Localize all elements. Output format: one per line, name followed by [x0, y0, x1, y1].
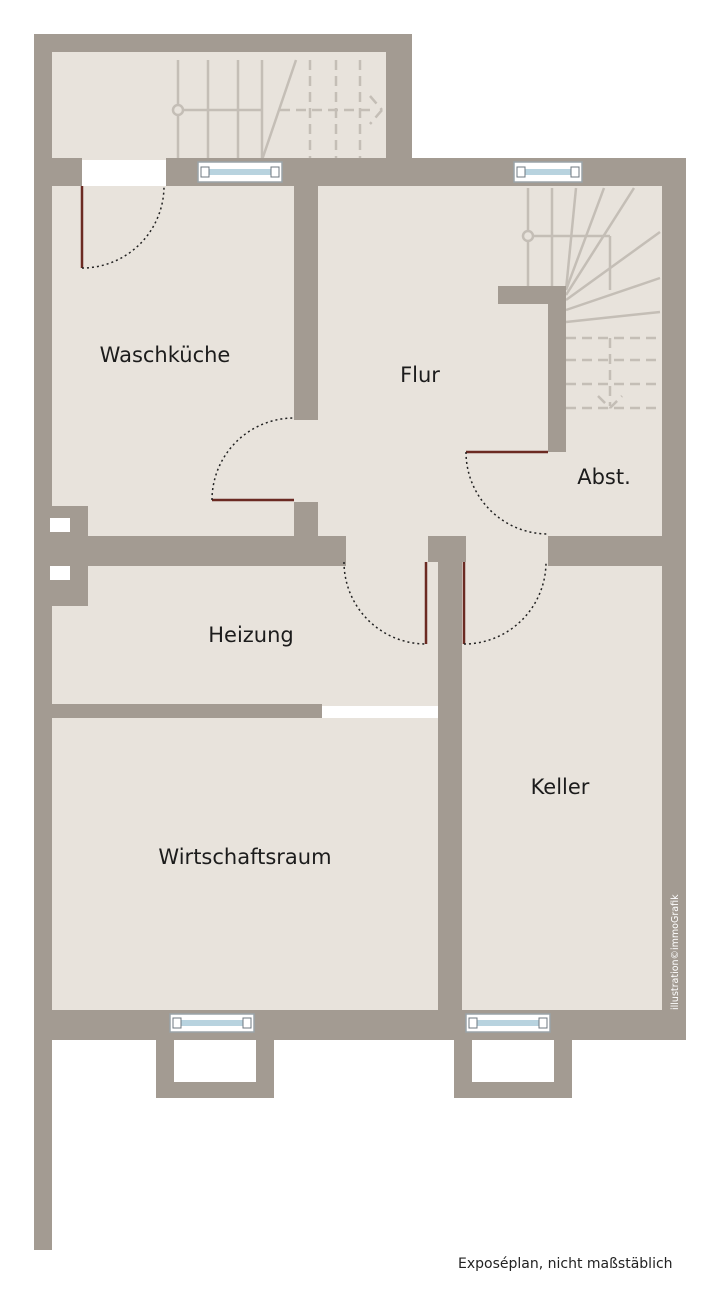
wall-partition-heizung: [52, 704, 322, 718]
window-bottom-left: [169, 1013, 255, 1033]
heizung-floor: [52, 566, 438, 706]
room-labels: Waschküche Flur Abst. Heizung Keller Wir…: [100, 343, 631, 869]
wall-keller-top: [548, 536, 662, 566]
stair-arrow-right: [609, 395, 623, 409]
stair-arrow-left: [597, 395, 611, 409]
floor-areas: [52, 52, 662, 1010]
illustration-credit: illustration©immoGrafik: [670, 894, 681, 1010]
stair-step: [565, 276, 661, 312]
right-stairs: [521, 187, 661, 410]
wall-heizung-top: [52, 536, 346, 566]
room-label-keller: Keller: [531, 775, 590, 799]
waschkueche-floor: [52, 186, 294, 536]
door-heizung: [343, 561, 428, 645]
door-keller: [462, 561, 547, 645]
stair-step: [564, 187, 606, 291]
wall-left-plinth: [34, 1010, 52, 1250]
wirtschaftsraum-floor: [52, 718, 438, 1010]
door-waschkueche-top: [80, 185, 165, 269]
stair-start-marker: [521, 229, 535, 243]
keller-floor: [462, 566, 662, 1010]
stair-landing-floor: [52, 52, 386, 160]
lightwell-right: [472, 1040, 554, 1082]
window-top-left: [197, 161, 283, 183]
upper-stairs: [171, 59, 383, 161]
stair-arrow-upper: [369, 95, 383, 111]
wall-left-upper: [34, 34, 52, 166]
stair-step: [565, 230, 661, 302]
wall-waschkueche-right: [294, 186, 318, 420]
wall-top-right: [294, 158, 686, 186]
room-label-abstellraum: Abst.: [577, 465, 631, 489]
stair-step: [564, 187, 578, 291]
wall-stair-right: [386, 34, 412, 174]
niche-opening-upper: [50, 518, 70, 532]
room-label-heizung: Heizung: [208, 623, 294, 647]
wall-keller-left-cap: [428, 536, 466, 562]
wall-bottom: [34, 1010, 686, 1040]
wall-right: [662, 158, 686, 1034]
lightwell-left: [174, 1040, 256, 1082]
niche-opening-lower: [50, 566, 70, 580]
stair-start-marker: [171, 103, 185, 117]
plan-caption: Exposéplan, nicht maßstäblich: [458, 1256, 673, 1272]
stair-step: [260, 59, 298, 161]
lightwells: [50, 518, 554, 1082]
window-bottom-right: [465, 1013, 551, 1033]
doors: [80, 185, 549, 645]
window-top-right: [513, 161, 583, 183]
windows: [169, 161, 583, 1033]
wall-abst-left: [548, 286, 566, 452]
room-label-waschkueche: Waschküche: [100, 343, 231, 367]
room-label-flur: Flur: [400, 363, 440, 387]
wall-top-left: [34, 34, 412, 52]
room-label-wirtschaftsraum: Wirtschaftsraum: [158, 845, 331, 869]
wall-abst-top: [498, 286, 566, 304]
door-abstellraum: [465, 450, 549, 535]
stair-arrow-lower: [369, 109, 383, 125]
wall-keller-left: [438, 536, 462, 1016]
stair-step: [564, 187, 636, 296]
wall-waschkueche-stub: [294, 502, 318, 542]
stair-step: [565, 310, 661, 324]
door-waschkueche-flur: [211, 417, 295, 502]
